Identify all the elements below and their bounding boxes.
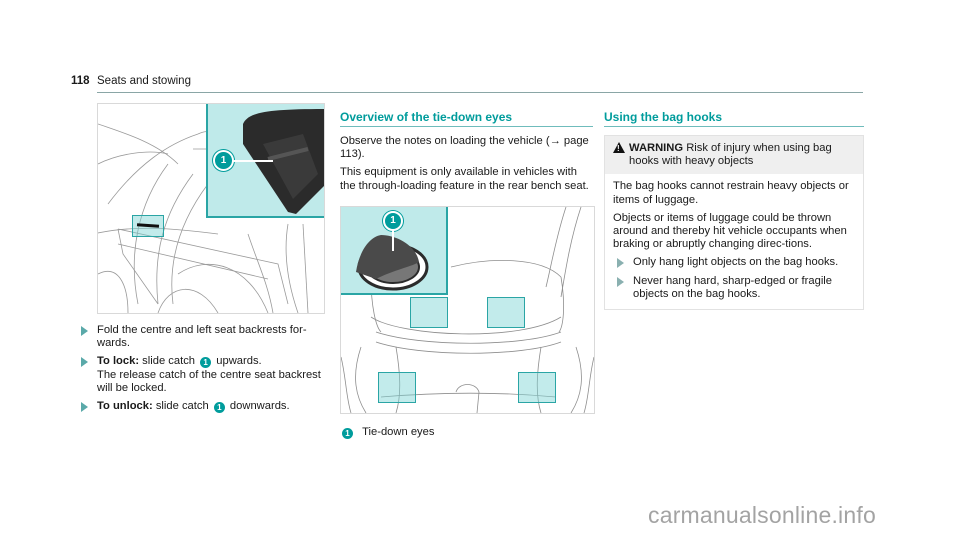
callout-leader-line [233,160,273,162]
step-arrow-icon [81,326,88,336]
step-text: slide catch [139,355,199,368]
tie-down-eye-highlight [518,372,556,403]
section-title: Seats and stowing [97,75,191,87]
page-number: 118 [71,75,90,87]
legend-label: Tie-down eyes [362,426,435,438]
step-text: Fold the centre and left seat backrests … [97,324,307,350]
warning-label: WARNING [629,142,684,154]
warning-header: WARNING Risk of injury when using bag ho… [605,136,863,175]
catch-detail-drawing [243,109,324,214]
tie-down-eye-highlight [378,372,416,403]
step-text: slide catch [152,400,212,413]
step-text: Only hang light objects on the bag hooks… [633,256,839,269]
tie-down-eye-highlight [410,297,448,328]
callout-badge: 1 [342,428,353,439]
warning-paragraph: The bag hooks cannot restrain heavy obje… [613,180,849,206]
step-unlock: To unlock: slide catch 1 downwards. [81,400,329,414]
seat-catch-illustration: 1 [97,103,325,314]
tie-down-eyes-illustration: 1 [340,206,595,414]
seat-instructions: Fold the centre and left seat backrests … [81,324,329,418]
catch-highlight [132,215,164,237]
figure1-callout: 1 [213,150,234,171]
warning-box: WARNING Risk of injury when using bag ho… [604,135,864,311]
trunk-sketch [341,207,594,413]
loading-note-text[interactable]: Observe the notes on loading the vehicle… [340,135,589,161]
step-result-text: The release catch of the centre seat bac… [97,368,321,394]
step-lock: To lock: slide catch 1 upwards. The rele… [81,355,329,395]
warning-title: Risk of injury when using bag hooks with… [629,142,832,168]
step-label: To unlock: [97,400,153,413]
step-label: To lock: [97,355,140,368]
step-fold: Fold the centre and left seat backrests … [81,324,329,350]
step-arrow-icon [81,402,88,413]
tie-down-section: Overview of the tie-down eyes Observe th… [340,110,593,198]
availability-note: This equipment is only available in vehi… [340,166,589,192]
tie-down-heading: Overview of the tie-down eyes [340,110,593,127]
callout-badge: 1 [200,357,212,369]
warning-step: Never hang hard, sharp-edged or fragile … [613,275,855,301]
seat-sketch [98,123,309,313]
warning-paragraph: Objects or items of luggage could be thr… [613,211,847,251]
catch-detail-inset: 1 [206,104,324,218]
figure2-callout: 1 [383,211,403,231]
step-text: upwards. [213,355,262,368]
step-text: Never hang hard, sharp-edged or fragile … [633,274,833,300]
callout-leader-line [392,229,394,251]
tie-down-eye-inset: 1 [341,207,448,295]
warning-body: The bag hooks cannot restrain heavy obje… [605,174,863,309]
bag-hooks-heading: Using the bag hooks [604,110,864,127]
tie-down-eye-highlight [487,297,525,328]
loading-note: Observe the notes on loading the vehicle… [340,135,593,161]
step-arrow-icon [617,276,624,287]
bag-hooks-section: Using the bag hooks WARNING Risk of inju… [604,110,864,311]
step-arrow-icon [617,258,624,269]
figure-legend: 1 Tie-down eyes [340,426,434,439]
step-text: downwards. [226,400,290,413]
warning-triangle-icon [613,142,625,153]
warning-step: Only hang light objects on the bag hooks… [613,256,855,269]
page-header: 118 Seats and stowing [71,74,863,93]
callout-badge: 1 [213,402,225,414]
step-arrow-icon [81,357,88,368]
watermark: carmanualsonline.info [648,502,876,528]
tie-down-eye-drawing [356,235,429,291]
